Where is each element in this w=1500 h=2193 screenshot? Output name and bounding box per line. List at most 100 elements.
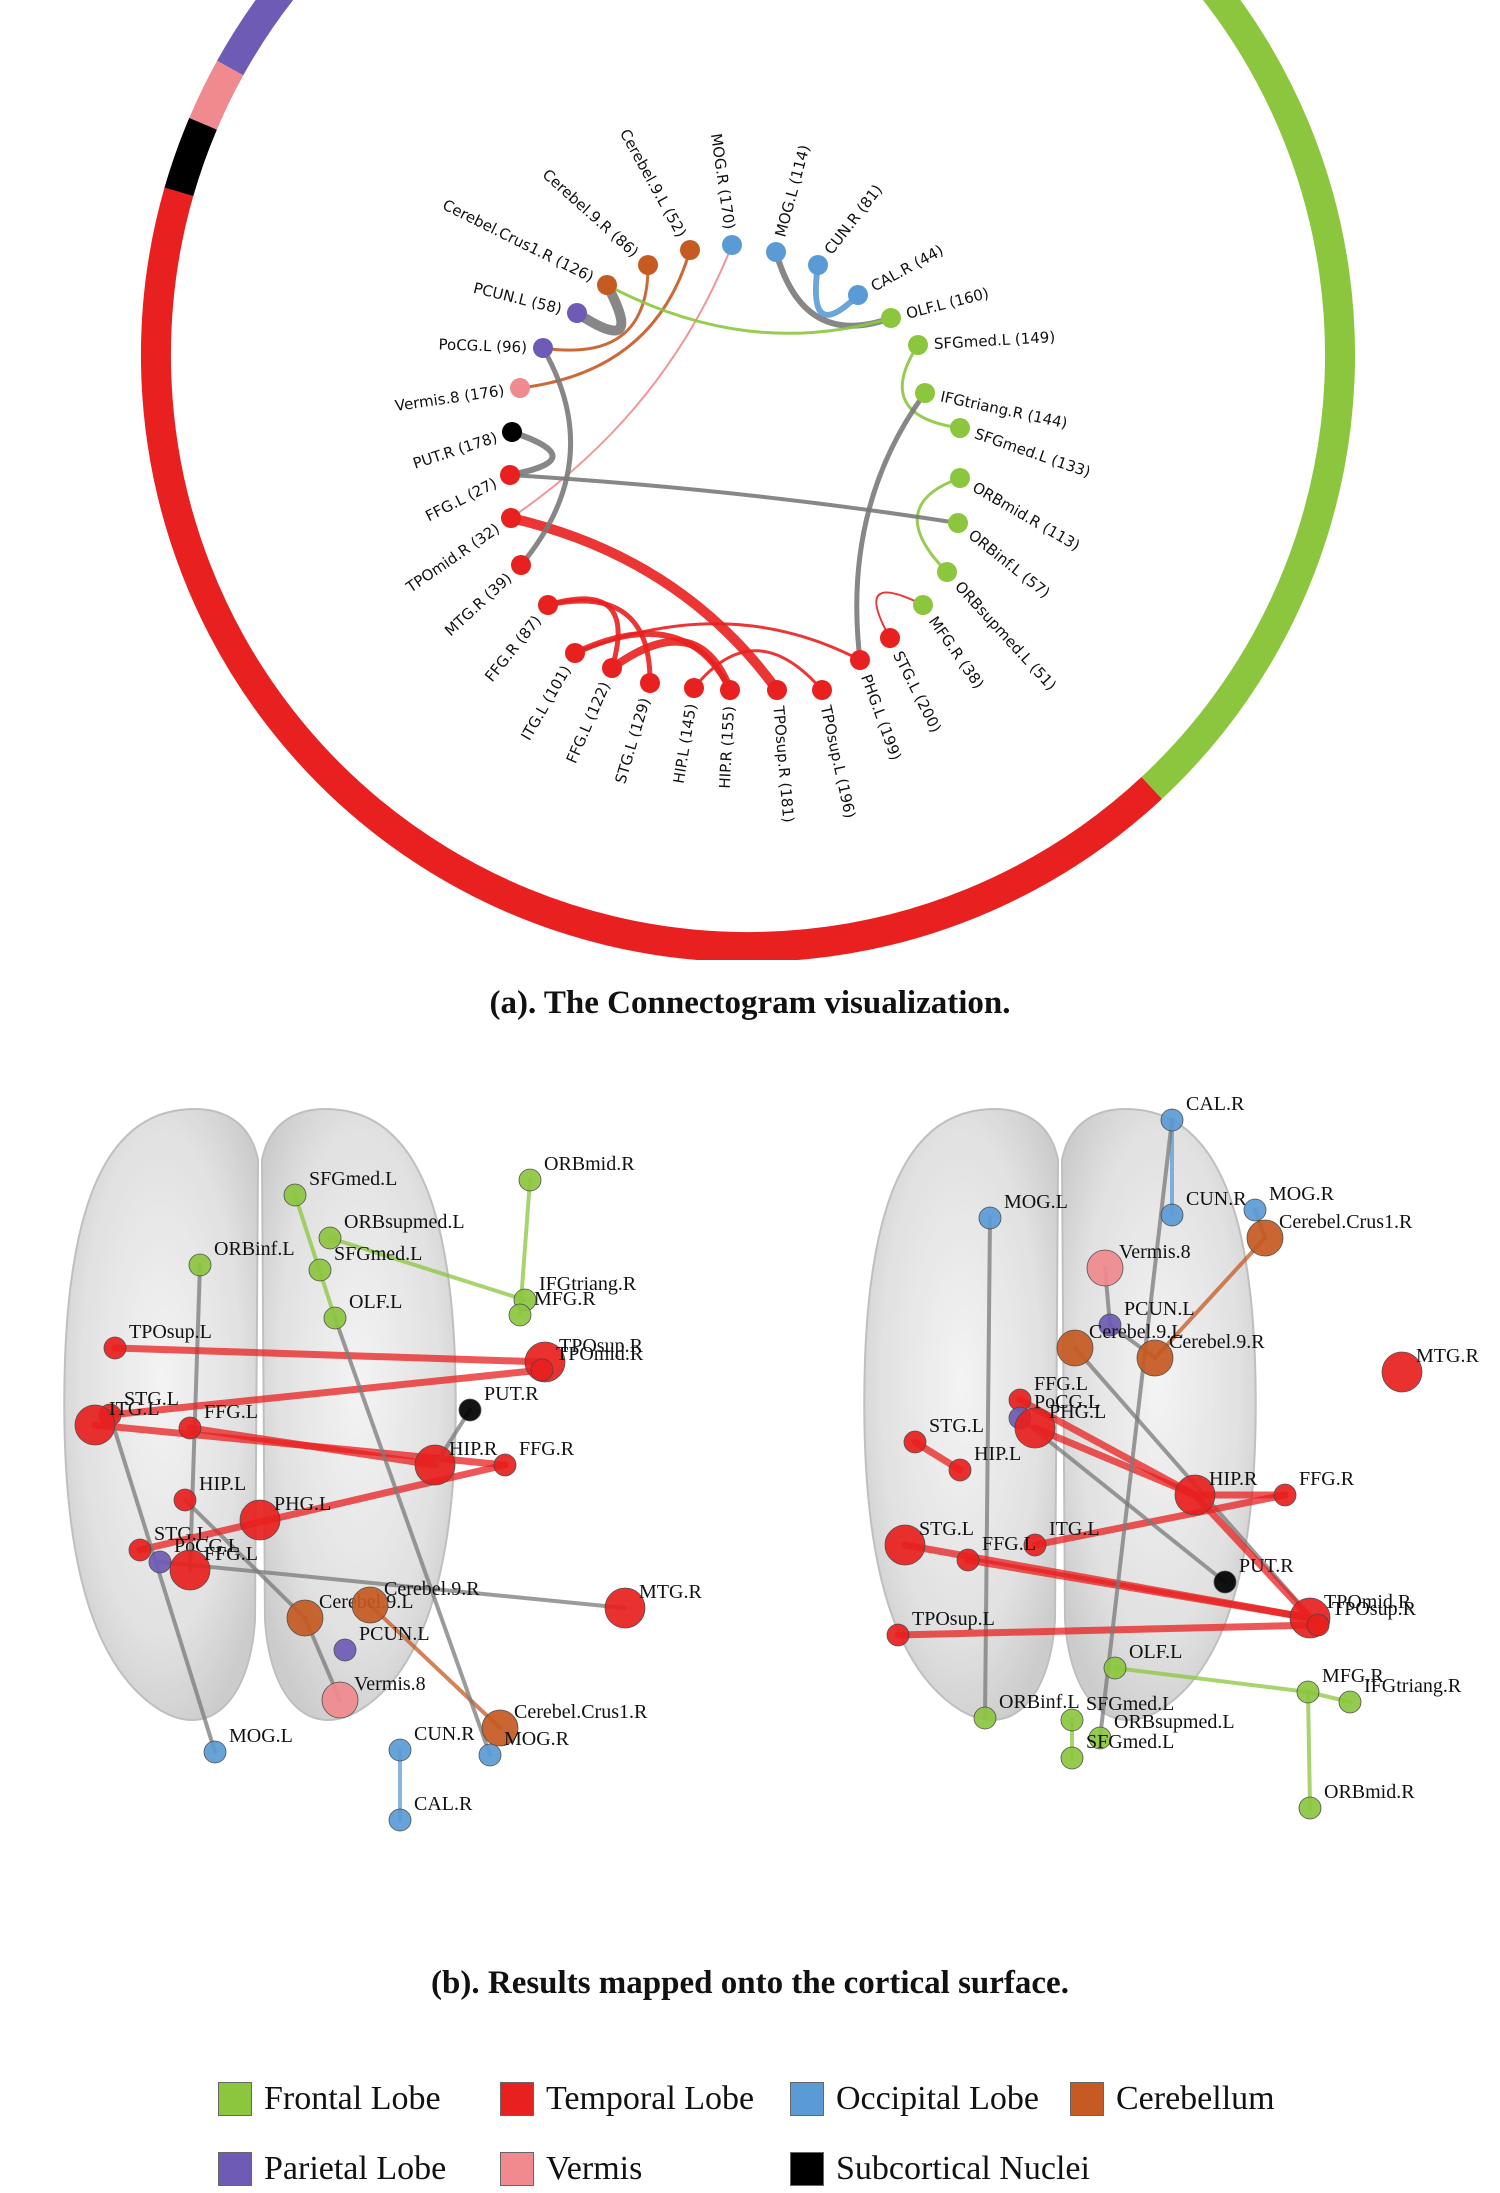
caption-connectogram: (a). The Connectogram visualization. [489, 985, 1011, 1021]
brain-node-label: OLF.L [349, 1291, 402, 1313]
node-dot-temporal [767, 680, 787, 700]
brain-node-label: PCUN.L [1124, 1298, 1195, 1320]
legend-item-parietal: Parietal Lobe [218, 2150, 446, 2188]
node-label: HIP.R (155) [716, 705, 738, 789]
brain-node-label: ITG.L [1049, 1518, 1100, 1540]
node-dot-temporal [684, 678, 704, 698]
brain-node-label: CUN.R [1186, 1188, 1247, 1210]
node-dot-temporal [511, 555, 531, 575]
brain-connection [1098, 1118, 1174, 1740]
brain-node-label: PHG.L [274, 1493, 331, 1515]
brain-node-label: IFGtriang.R [1364, 1675, 1462, 1697]
brain-node-label: Cerebel.9.R [1169, 1331, 1265, 1353]
brain-node-label: Cerebel.9.L [1089, 1321, 1183, 1343]
brain-node-parietal [148, 1550, 172, 1574]
brain-node-label: FFG.L [1034, 1373, 1088, 1395]
connection-link [875, 591, 924, 639]
brain-connection [333, 1316, 492, 1757]
brain-node-occipital [203, 1740, 227, 1764]
brain-node-frontal [1298, 1796, 1322, 1820]
caption-cortical-surface: (b). Results mapped onto the cortical su… [431, 1965, 1069, 2001]
node-dot-temporal [880, 628, 900, 648]
brain-node-label: ORBsupmed.L [344, 1211, 465, 1233]
brain-connection [368, 1603, 502, 1730]
brain-node-parietal [333, 1638, 357, 1662]
brain-node-label: Vermis.8 [1119, 1241, 1191, 1263]
node-dot-parietal [533, 338, 553, 358]
brain-node-temporal [1014, 1407, 1056, 1449]
legend-item-subcortical: Subcortical Nuclei [790, 2150, 1090, 2188]
brain-node-frontal [973, 1706, 997, 1730]
brain-node-label: MOG.L [229, 1725, 293, 1747]
brain-node-temporal [493, 1453, 517, 1477]
brain-connection [1031, 1491, 1289, 1549]
node-dot-temporal [602, 658, 622, 678]
node-dot-temporal [640, 673, 660, 693]
brain-node-frontal [518, 1168, 542, 1192]
node-dot-temporal [720, 680, 740, 700]
brain-node-label: MFG.R [534, 1288, 596, 1310]
legend-swatch-occipital [790, 2082, 824, 2116]
brain-node-label: MTG.R [1416, 1345, 1479, 1367]
brain-node-cerebellum [286, 1599, 324, 1637]
node-dot-vermis [510, 378, 530, 398]
brain-connection [158, 1560, 627, 1610]
connectogram-diagram: Cerebel.Crus1.R (126)Cerebel.9.R (86)Cer… [140, 0, 1355, 960]
node-dot-temporal [501, 508, 521, 528]
legend-swatch-parietal [218, 2152, 252, 2186]
brain-connection [964, 1556, 1314, 1622]
brain-node-label: ORBinf.L [999, 1691, 1080, 1713]
brain-node-label: FFG.L [204, 1543, 258, 1565]
brain-node-label: ORBmid.R [544, 1153, 635, 1175]
node-dot-frontal [881, 308, 901, 328]
brain-connection [328, 1236, 527, 1302]
brain-node-label: IFGtriang.R [539, 1273, 637, 1295]
brain-node-label: PHG.L [1049, 1401, 1106, 1423]
brain-node-temporal [903, 1430, 927, 1454]
node-dot-frontal [913, 595, 933, 615]
brain-node-subcortical [458, 1398, 482, 1422]
legend-label: Occipital Lobe [836, 2080, 1039, 2117]
brain-node-label: CAL.R [414, 1793, 473, 1815]
brain-node-temporal [884, 1524, 926, 1566]
brain-node-label: PCUN.L [359, 1623, 430, 1645]
brain-connection [1191, 1491, 1314, 1622]
node-dot-temporal [500, 465, 520, 485]
brain-connection [106, 1366, 546, 1419]
legend-label: Frontal Lobe [264, 2080, 441, 2117]
brain-node-frontal [1088, 1726, 1112, 1750]
brain-node-label: STG.L [124, 1388, 179, 1410]
connection-link [508, 473, 960, 525]
brain-node-label: HIP.R [1209, 1468, 1258, 1490]
brain-connection [1306, 1690, 1312, 1810]
connection-link [605, 283, 893, 335]
brain-node-label: SFGmed.L [1086, 1693, 1174, 1715]
brain-node-label: HIP.L [199, 1473, 246, 1495]
brain-node-frontal [308, 1258, 332, 1282]
legend-item-cerebellum: Cerebellum [1070, 2080, 1275, 2118]
brain-node-label: FFG.R [519, 1438, 575, 1460]
brain-node-temporal [956, 1548, 980, 1572]
brain-node-occipital [1160, 1203, 1184, 1227]
brain-node-temporal [128, 1538, 152, 1562]
brain-node-frontal [1060, 1708, 1084, 1732]
brain-node-temporal [169, 1549, 211, 1591]
brain-node-occipital [478, 1743, 502, 1767]
brain-connection [186, 1424, 439, 1469]
node-dot-occipital [808, 255, 828, 275]
brain-node-occipital [1160, 1108, 1184, 1132]
brain-node-label: TPOsup.L [912, 1608, 995, 1630]
legend-swatch-subcortical [790, 2152, 824, 2186]
node-dot-frontal [950, 468, 970, 488]
brain-node-label: FFG.L [204, 1401, 258, 1423]
brain-node-label: Cerebel.9.R [384, 1578, 480, 1600]
brain-connection [894, 1621, 1322, 1639]
brain-node-temporal [530, 1358, 554, 1382]
brain-node-frontal [1060, 1746, 1084, 1770]
node-dot-occipital [848, 285, 868, 305]
connection-link [518, 345, 574, 568]
brain-node-label: OLF.L [1129, 1641, 1182, 1663]
connection-link [854, 390, 928, 663]
brain-node-temporal [103, 1336, 127, 1360]
